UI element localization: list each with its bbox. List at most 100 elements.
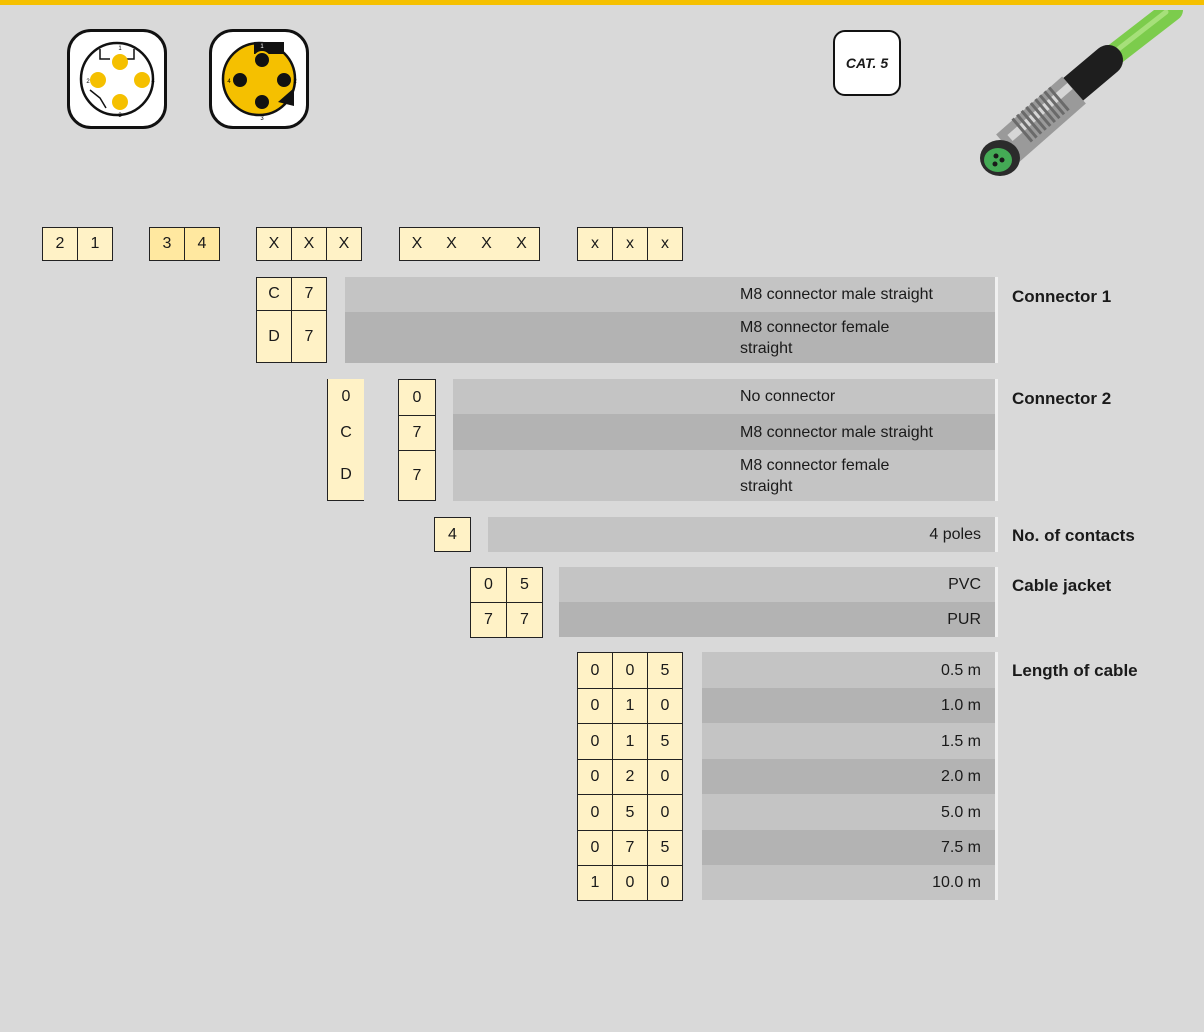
order-code-group-3: X X X bbox=[256, 227, 362, 261]
code-cell: 1 bbox=[612, 688, 647, 723]
code-cell: 7 bbox=[291, 310, 326, 362]
connector1-title: Connector 1 bbox=[1012, 287, 1111, 307]
length-option-row: 7.5 m bbox=[702, 830, 995, 865]
code-row: 0 2 0 bbox=[577, 759, 682, 794]
jacket-title: Cable jacket bbox=[1012, 576, 1111, 596]
connector2-option-row: M8 connector female straight bbox=[453, 450, 995, 501]
option-label: 7.5 m bbox=[941, 837, 981, 858]
cable-connector-image bbox=[940, 10, 1204, 195]
code-cell: 1 bbox=[612, 723, 647, 759]
code-cell: 0 bbox=[577, 759, 612, 794]
code-cell: 0 bbox=[577, 652, 612, 688]
order-code-group-5: x x x bbox=[577, 227, 683, 261]
contacts-codes: 4 bbox=[434, 517, 471, 552]
code-cell: 7 bbox=[291, 277, 326, 310]
code-cell: x bbox=[577, 227, 612, 260]
code-cell: 7 bbox=[398, 415, 436, 450]
code-cell: 0 bbox=[398, 379, 436, 415]
code-cell: 0 bbox=[577, 723, 612, 759]
length-option-row: 2.0 m bbox=[702, 759, 995, 794]
option-label: PUR bbox=[947, 609, 981, 630]
connector1-option-row: M8 connector male straight bbox=[345, 277, 995, 312]
code-row: 7 7 bbox=[470, 602, 542, 637]
contacts-title: No. of contacts bbox=[1012, 526, 1135, 546]
code-cell: 5 bbox=[647, 652, 682, 688]
code-cell: D bbox=[256, 310, 291, 362]
option-label: M8 connector female straight bbox=[740, 317, 940, 359]
code-cell: 4 bbox=[434, 517, 470, 551]
female-pin-label: 2 bbox=[293, 79, 297, 85]
code-cell: X bbox=[399, 227, 434, 260]
connector1-codes: C 7 D 7 bbox=[256, 277, 327, 363]
length-option-row: 1.5 m bbox=[702, 723, 995, 759]
m8-female-4pin-icon: 1 2 3 4 bbox=[209, 29, 309, 129]
jacket-option-row: PUR bbox=[559, 602, 995, 637]
option-label: 1.0 m bbox=[941, 695, 981, 716]
option-label: M8 connector male straight bbox=[740, 422, 933, 443]
code-cell: 0 bbox=[647, 794, 682, 830]
divider bbox=[995, 379, 998, 501]
jacket-codes: 0 5 7 7 bbox=[470, 567, 543, 638]
code-row: 0 5 bbox=[470, 567, 542, 602]
code-cell: 7 bbox=[398, 450, 436, 501]
code-cell: 5 bbox=[647, 723, 682, 759]
code-cell: D bbox=[327, 450, 364, 501]
code-cell: 2 bbox=[612, 759, 647, 794]
jacket-option-row: PVC bbox=[559, 567, 995, 602]
m8-male-4pin-icon: 1 2 3 4 bbox=[67, 29, 167, 129]
divider bbox=[995, 277, 998, 363]
code-row: 0 1 0 bbox=[577, 688, 682, 723]
option-label: 2.0 m bbox=[941, 766, 981, 787]
code-row: 0 0 5 bbox=[577, 652, 682, 688]
code-cell: 0 bbox=[577, 794, 612, 830]
code-cell: 4 bbox=[184, 227, 219, 260]
code-cell: X bbox=[291, 227, 326, 260]
divider bbox=[995, 567, 998, 637]
code-row: D 7 bbox=[256, 310, 326, 362]
code-cell: 3 bbox=[149, 227, 184, 260]
option-label: 10.0 m bbox=[932, 872, 981, 893]
code-cell: 5 bbox=[506, 567, 542, 602]
code-cell: X bbox=[434, 227, 469, 260]
code-cell: 0 bbox=[647, 865, 682, 900]
divider bbox=[995, 517, 998, 552]
length-option-row: 0.5 m bbox=[702, 652, 995, 688]
cat5-badge: CAT. 5 bbox=[833, 30, 901, 96]
code-cell: X bbox=[326, 227, 361, 260]
code-cell: C bbox=[256, 277, 291, 310]
length-codes: 0 0 5 0 1 0 0 1 5 0 2 0 0 5 0 0 7 5 1 0 … bbox=[577, 652, 683, 901]
code-row: 0 7 5 bbox=[577, 830, 682, 865]
order-code-group-2: 3 4 bbox=[149, 227, 220, 261]
code-cell: X bbox=[469, 227, 504, 260]
code-cell: 0 bbox=[470, 567, 506, 602]
contacts-option-row: 4 poles bbox=[488, 517, 995, 552]
code-cell: 5 bbox=[612, 794, 647, 830]
code-cell: 0 bbox=[647, 759, 682, 794]
length-option-row: 1.0 m bbox=[702, 688, 995, 723]
option-label: 5.0 m bbox=[941, 802, 981, 823]
code-cell: 0 bbox=[612, 652, 647, 688]
code-cell: 7 bbox=[506, 602, 542, 637]
order-code-group-1: 2 1 bbox=[42, 227, 113, 261]
option-label: 0.5 m bbox=[941, 660, 981, 681]
code-cell: 2 bbox=[42, 227, 77, 260]
connector1-option-row: M8 connector female straight bbox=[345, 312, 995, 363]
code-cell: 0 bbox=[577, 688, 612, 723]
connector2-option-row: No connector bbox=[453, 379, 995, 414]
code-cell: x bbox=[647, 227, 682, 260]
connector2-title: Connector 2 bbox=[1012, 389, 1111, 409]
code-cell: 0 bbox=[577, 830, 612, 865]
code-cell: x bbox=[612, 227, 647, 260]
option-label: 1.5 m bbox=[941, 731, 981, 752]
code-cell: 1 bbox=[77, 227, 112, 260]
code-row: 0 1 5 bbox=[577, 723, 682, 759]
code-cell: 0 bbox=[612, 865, 647, 900]
code-cell: 7 bbox=[470, 602, 506, 637]
option-label: M8 connector male straight bbox=[740, 284, 933, 305]
top-accent-bar bbox=[0, 0, 1204, 5]
code-cell: C bbox=[327, 415, 364, 450]
code-row: 0 5 0 bbox=[577, 794, 682, 830]
female-pin-label: 3 bbox=[260, 116, 264, 122]
code-cell: X bbox=[504, 227, 539, 260]
male-pin-label: 4 bbox=[151, 79, 155, 85]
